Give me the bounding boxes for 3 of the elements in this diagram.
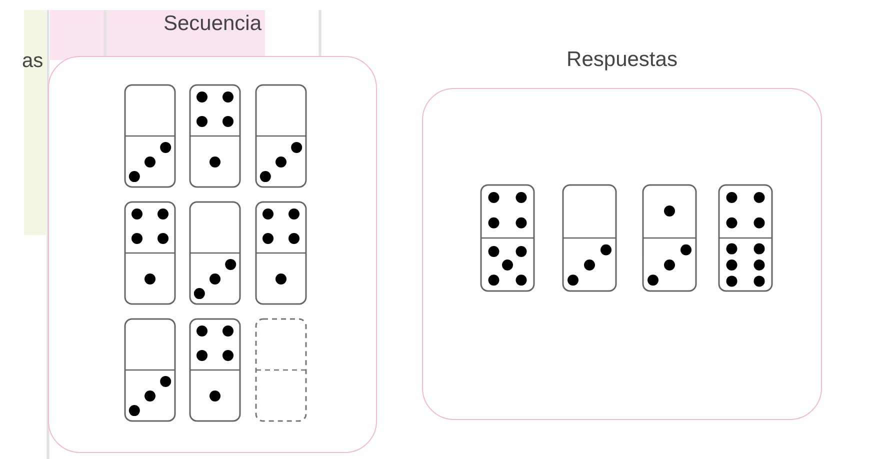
panel-heading: Secuencia (162, 12, 263, 36)
cut-off-label: as (22, 50, 44, 73)
panel-heading: Respuestas (566, 48, 678, 72)
